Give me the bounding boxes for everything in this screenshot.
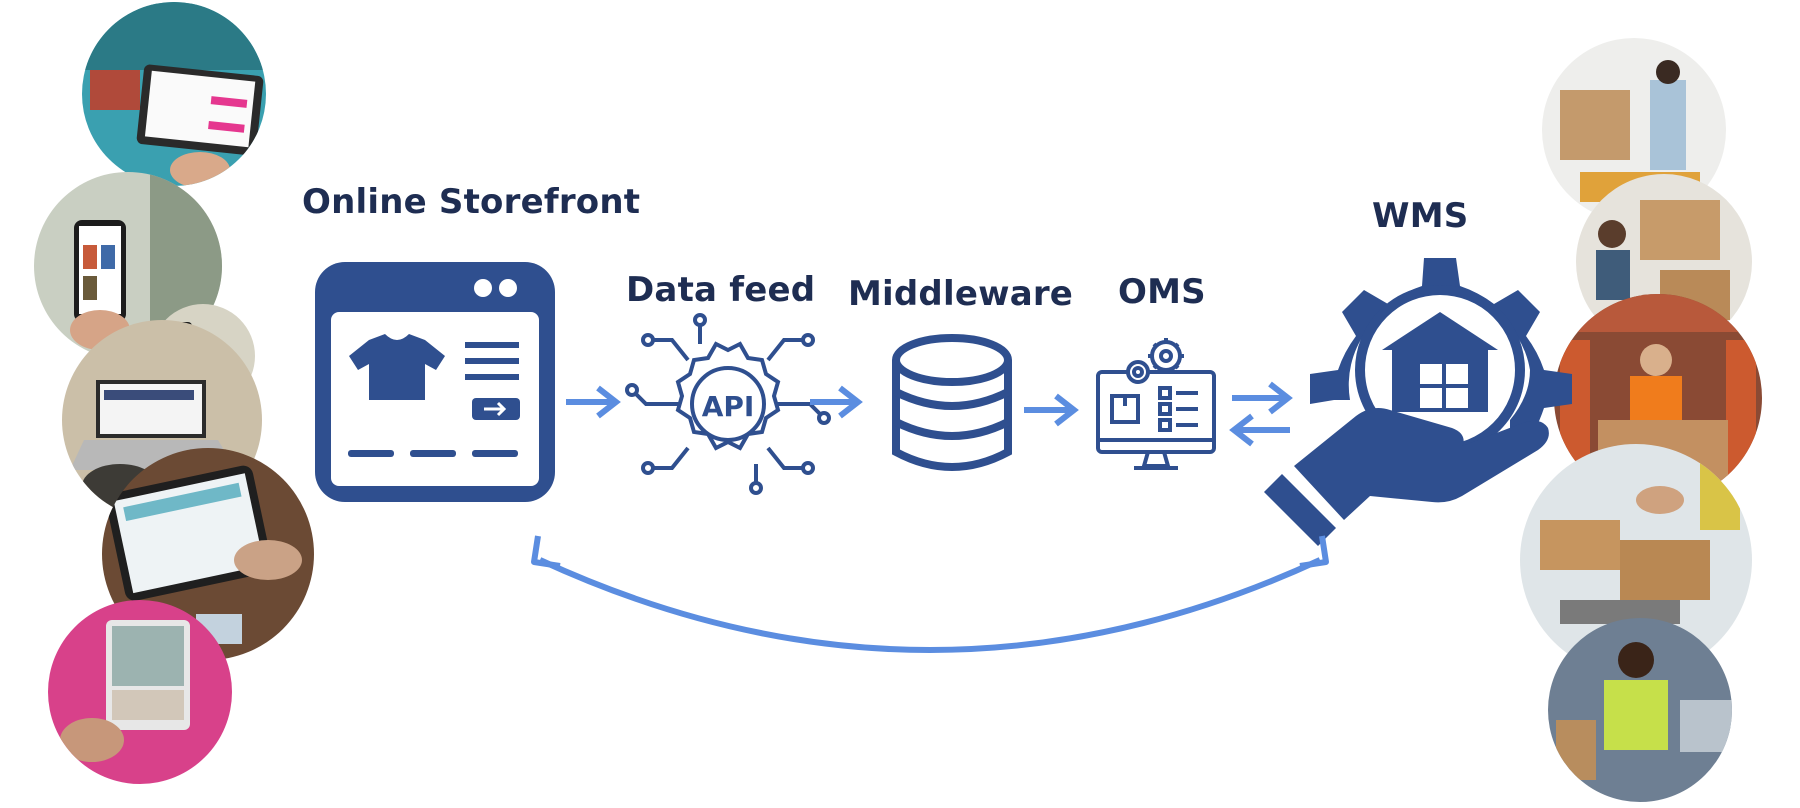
arrow-middleware-to-oms: [1024, 393, 1079, 427]
data-feed-label: Data feed: [626, 270, 816, 310]
arrow-wms-to-oms: [1229, 413, 1290, 447]
middleware-label: Middleware: [848, 274, 1074, 314]
api-badge-text: API: [702, 390, 755, 423]
storefront-icon: [315, 262, 555, 502]
oms-icon: [1096, 338, 1216, 470]
storefront-label: Online Storefront: [302, 182, 641, 222]
oms-label: OMS: [1118, 272, 1206, 312]
photo-boxes-conveyor: [1520, 444, 1752, 676]
database-icon: [892, 334, 1012, 471]
photo-warehouse-laptop-worker: [1548, 618, 1732, 802]
arrow-storefront-to-api: [566, 385, 621, 419]
photo-tablet-pink: [48, 600, 232, 784]
wms-label: WMS: [1372, 196, 1469, 236]
api-icon: API: [625, 313, 831, 495]
photo-tablet-card-payment: [102, 448, 314, 660]
arrow-storefront-wms-sync: [531, 535, 1329, 653]
wms-icon: [1264, 258, 1572, 546]
arrow-api-to-middleware: [810, 385, 863, 419]
arrow-oms-to-wms: [1232, 381, 1293, 415]
photo-tablet-shopping: [82, 2, 266, 186]
